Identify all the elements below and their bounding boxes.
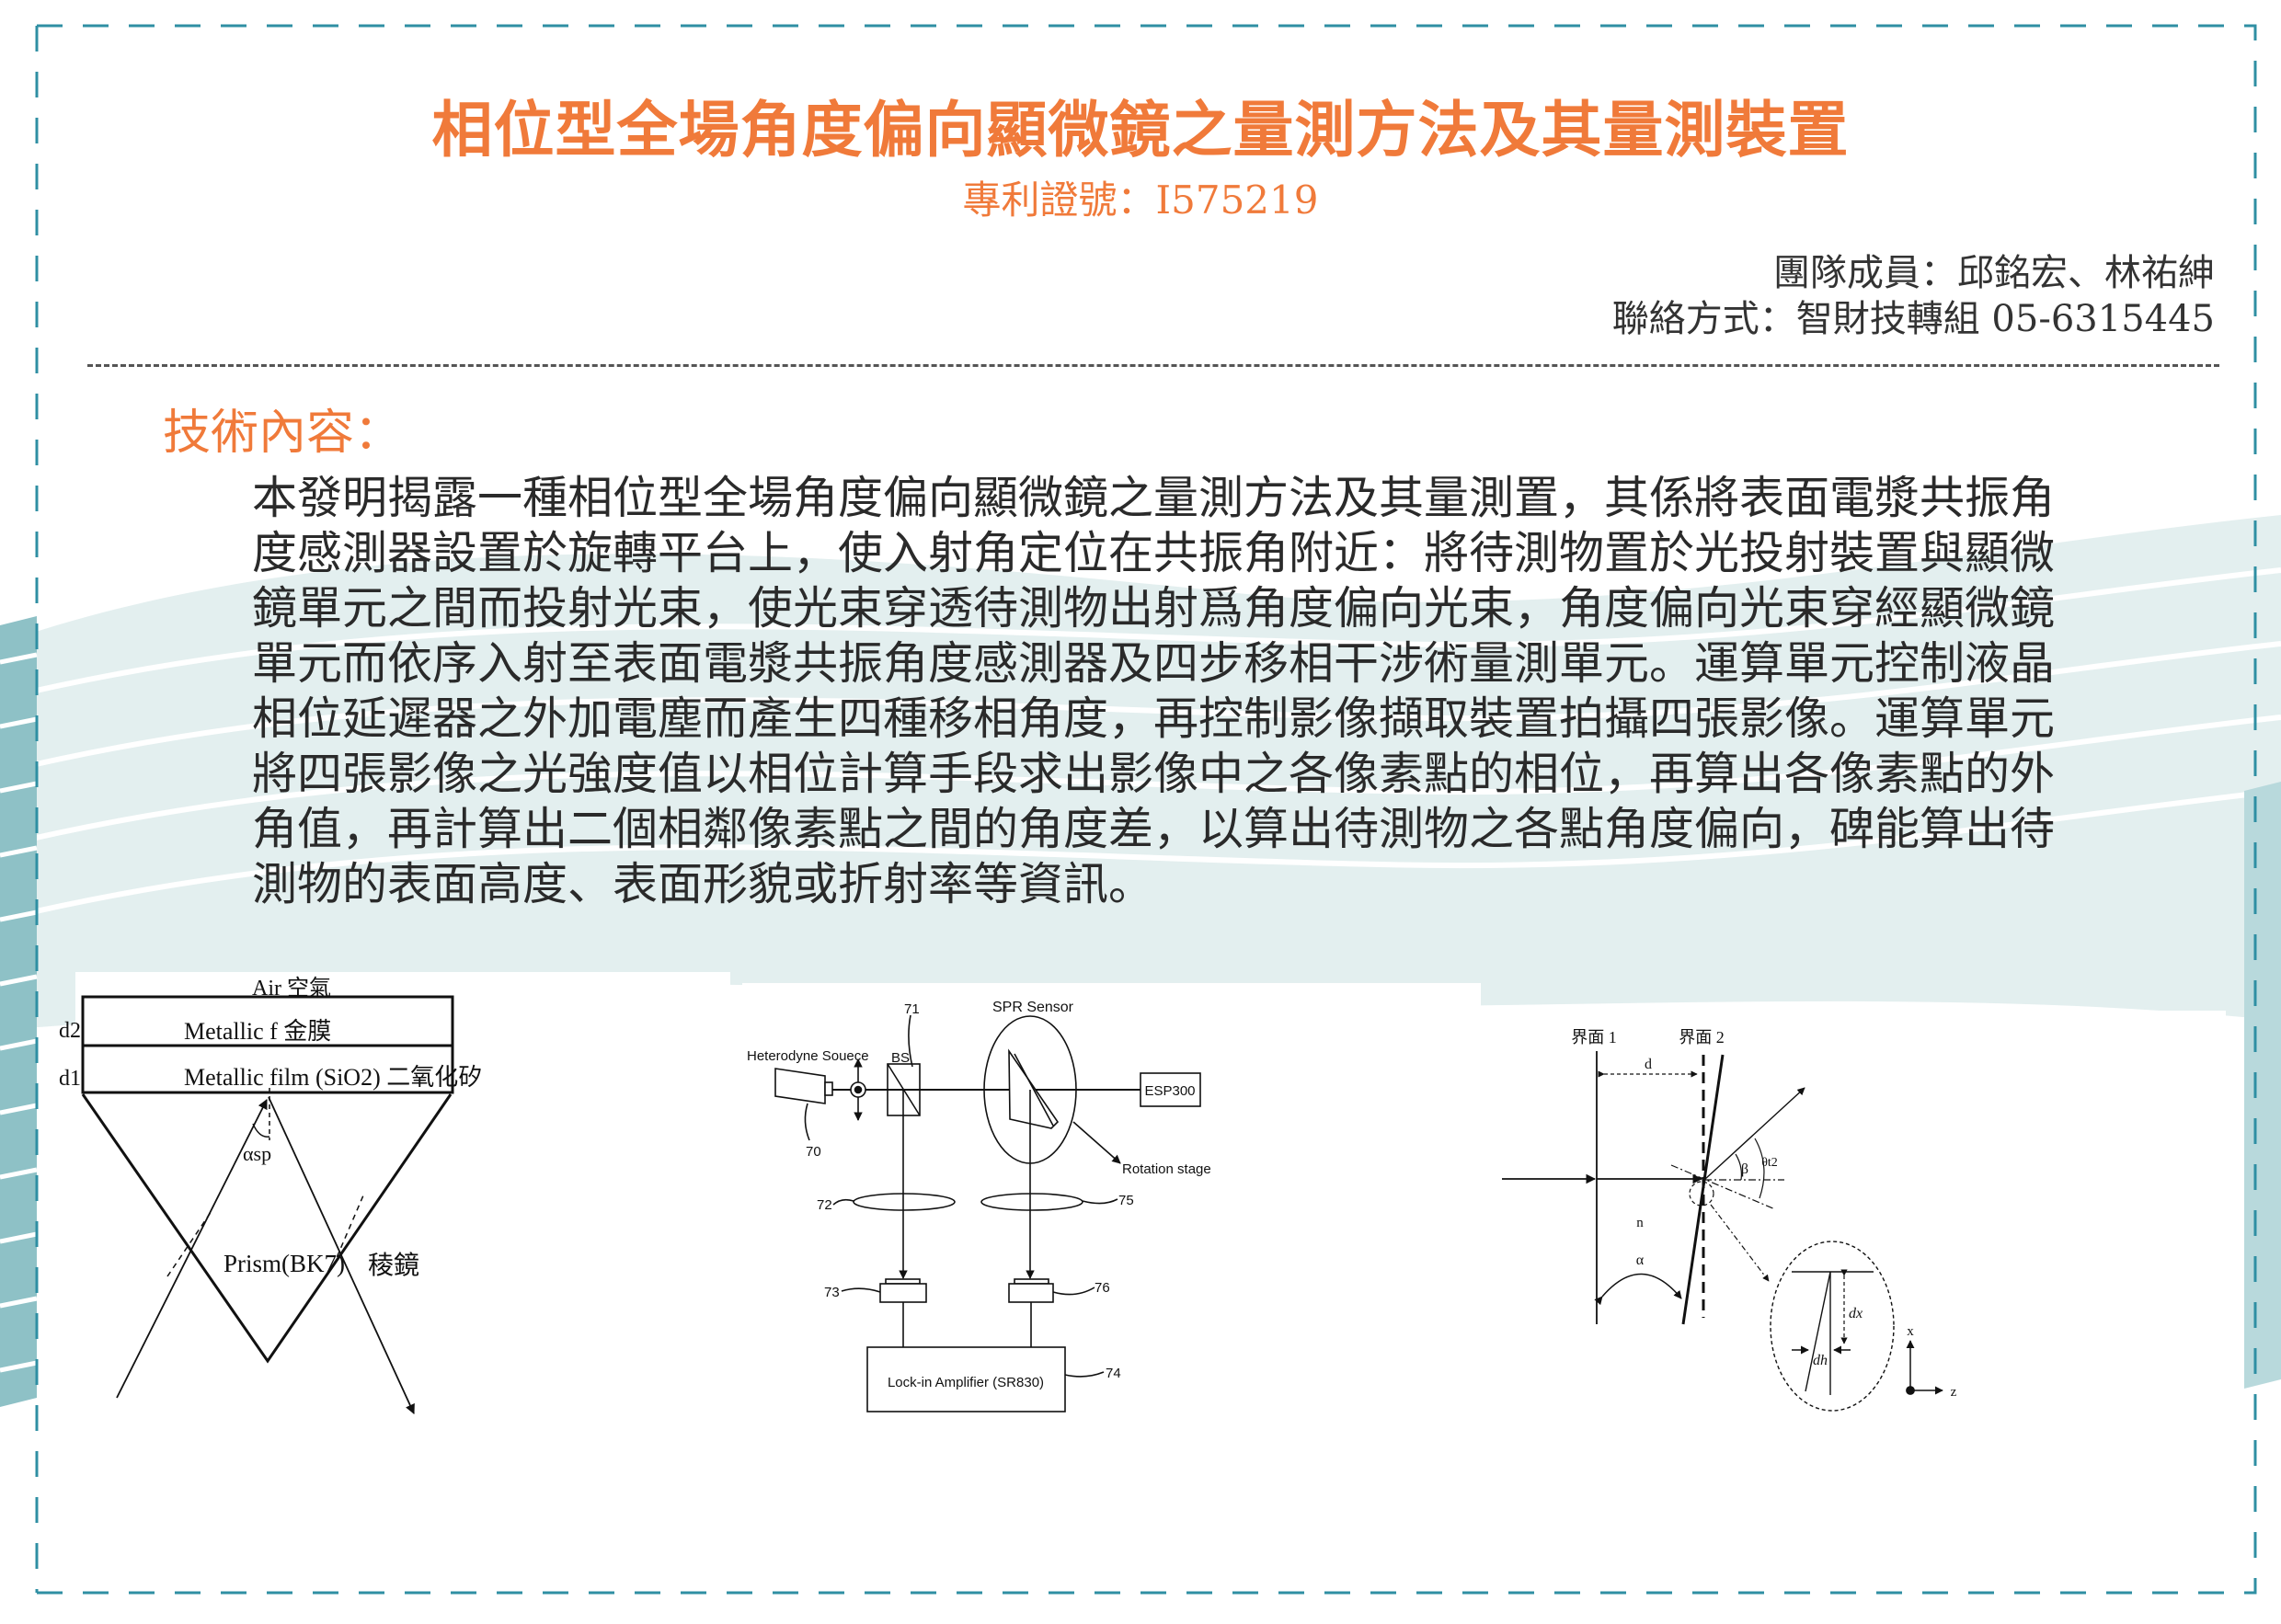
interface-2-label: 界面 2: [1679, 1028, 1725, 1046]
ref-70: 70: [806, 1144, 821, 1160]
beta-label: β: [1741, 1161, 1748, 1177]
alpha-label: α: [1636, 1252, 1645, 1268]
esp300-label: ESP300: [1144, 1083, 1195, 1099]
zoom-circle: [1771, 1241, 1894, 1411]
interface-1-label: 界面 1: [1571, 1028, 1617, 1046]
dh-label: dh: [1813, 1353, 1828, 1368]
source-icon: [775, 1069, 825, 1104]
theta-label: θt2: [1761, 1156, 1778, 1170]
figure-3-geometry: [1502, 1051, 1943, 1411]
sio2-layer-label: Metallic film (SiO2) 二氧化矽: [184, 1064, 482, 1091]
d1-label: d1: [59, 1067, 81, 1091]
rotation-stage-label: Rotation stage: [1122, 1161, 1211, 1177]
source-label: Heterodyne Souece: [747, 1048, 869, 1064]
figure-2-setup: [775, 1015, 1200, 1412]
gold-layer-label: Metallic f 金膜: [184, 1018, 331, 1045]
detector-73: [880, 1284, 926, 1302]
d2-label: d2: [59, 1019, 81, 1043]
ref-72: 72: [817, 1197, 832, 1213]
n-label: n: [1636, 1216, 1644, 1230]
air-label: Air 空氣: [252, 976, 331, 1001]
ref-71: 71: [904, 1001, 920, 1017]
angle-label: αsp: [243, 1142, 271, 1165]
ref-75: 75: [1118, 1193, 1134, 1208]
lens-75: [981, 1194, 1083, 1210]
distance-label: d: [1645, 1057, 1652, 1072]
spr-sensor-label: SPR Sensor: [992, 1000, 1074, 1015]
axis-x-label: x: [1907, 1324, 1914, 1339]
dx-label: dx: [1849, 1306, 1863, 1321]
bs-label: BS: [891, 1050, 910, 1066]
lens-72: [854, 1194, 955, 1210]
prism-outline: [83, 1094, 451, 1361]
ref-74: 74: [1106, 1366, 1121, 1381]
prism-label: Prism(BK7): [224, 1250, 345, 1277]
ref-73: 73: [824, 1285, 840, 1300]
figure-1-spr-prism: [83, 997, 453, 1413]
detector-76: [1009, 1284, 1053, 1302]
axis-z-label: z: [1951, 1385, 1957, 1400]
amplifier-label: Lock-in Amplifier (SR830): [888, 1375, 1044, 1390]
prism-zh-label: 稜鏡: [368, 1251, 419, 1280]
ref-76: 76: [1095, 1280, 1110, 1296]
